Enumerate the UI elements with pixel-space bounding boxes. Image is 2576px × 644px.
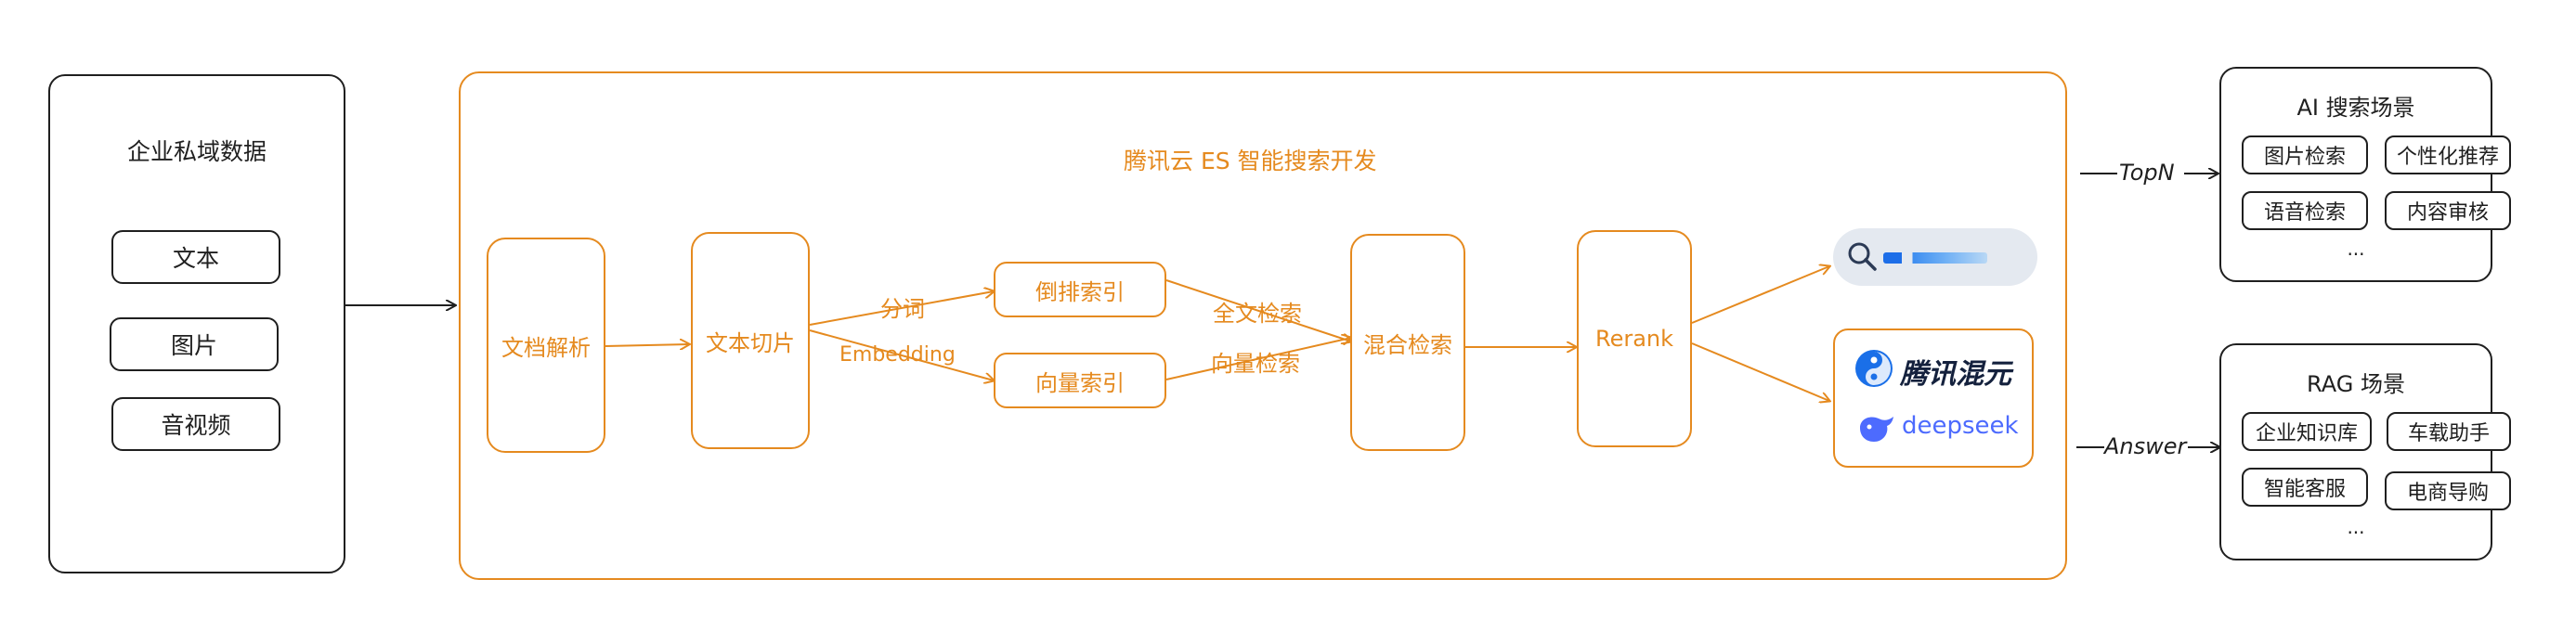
scenario-car-assistant: 车载助手 bbox=[2387, 412, 2511, 451]
arrow-vector-to-hybrid bbox=[1165, 338, 1351, 380]
node-rerank: Rerank bbox=[1577, 230, 1692, 447]
rag-scenario-title: RAG 场景 bbox=[2307, 371, 2405, 397]
deepseek-logo: deepseek bbox=[1857, 408, 2021, 449]
node-vector-index: 向量索引 bbox=[994, 353, 1166, 408]
hunyuan-logo: 腾讯混元 bbox=[1854, 345, 2021, 392]
arrow-rerank-to-llm bbox=[1691, 342, 1829, 401]
scenario-enterprise-kb: 企业知识库 bbox=[2242, 412, 2372, 451]
node-text-chunk: 文本切片 bbox=[691, 232, 810, 449]
hunyuan-icon bbox=[1855, 350, 1893, 387]
arrow-inverted-to-hybrid bbox=[1165, 279, 1351, 341]
node-hybrid-search: 混合检索 bbox=[1350, 234, 1465, 451]
scenario-personal-rec: 个性化推荐 bbox=[2385, 135, 2511, 174]
search-icon bbox=[1848, 242, 1877, 271]
ai-search-ellipsis: ... bbox=[2347, 238, 2365, 260]
es-dev-panel bbox=[459, 71, 2067, 580]
enterprise-data-panel: 企业私域数据 文本 图片 音视频 bbox=[48, 74, 345, 573]
search-bar-illustration bbox=[1833, 228, 2037, 286]
rag-ellipsis: ... bbox=[2347, 516, 2365, 538]
data-item-av: 音视频 bbox=[111, 397, 280, 451]
scenario-ecommerce-guide: 电商导购 bbox=[2385, 471, 2511, 510]
data-item-text: 文本 bbox=[111, 230, 280, 284]
scenario-smart-service: 智能客服 bbox=[2242, 468, 2368, 507]
rag-scenario-panel: RAG 场景 企业知识库 车载助手 智能客服 电商导购 ... bbox=[2219, 343, 2511, 560]
node-inverted-index: 倒排索引 bbox=[994, 262, 1166, 317]
ai-search-scenario-title: AI 搜索场景 bbox=[2296, 95, 2415, 121]
edge-label-tokenize: 分词 bbox=[880, 296, 925, 322]
arrow-chunk-to-vector bbox=[809, 329, 994, 380]
scenario-content-review: 内容审核 bbox=[2385, 191, 2511, 230]
llm-box: 腾讯混元 deepseek bbox=[1833, 328, 2034, 468]
es-dev-title: 腾讯云 ES 智能搜索开发 bbox=[1124, 148, 1377, 174]
hunyuan-text: 腾讯混元 bbox=[1900, 358, 2011, 391]
scenario-voice-search: 语音检索 bbox=[2242, 191, 2368, 230]
arrow-chunk-to-inverted bbox=[809, 291, 994, 326]
arrow-rerank-to-search bbox=[1691, 266, 1829, 324]
answer-label: Answer bbox=[2104, 433, 2187, 459]
scenario-image-search: 图片检索 bbox=[2242, 135, 2368, 174]
edge-label-vector-search: 向量检索 bbox=[1211, 351, 1300, 377]
ai-search-scenario-panel: AI 搜索场景 图片检索 个性化推荐 语音检索 内容审核 ... bbox=[2219, 67, 2511, 282]
node-doc-parse: 文档解析 bbox=[487, 238, 605, 453]
deepseek-text: deepseek bbox=[1902, 412, 2019, 440]
edge-label-fulltext: 全文检索 bbox=[1213, 301, 1302, 327]
deepseek-whale-icon bbox=[1860, 417, 1893, 442]
arrow-parse-to-chunk bbox=[605, 344, 689, 346]
data-item-image: 图片 bbox=[110, 317, 279, 371]
enterprise-data-title: 企业私域数据 bbox=[126, 138, 267, 165]
topn-label: TopN bbox=[2119, 160, 2175, 186]
edge-label-embedding: Embedding bbox=[839, 343, 956, 367]
search-query-placeholder bbox=[1883, 252, 1987, 264]
